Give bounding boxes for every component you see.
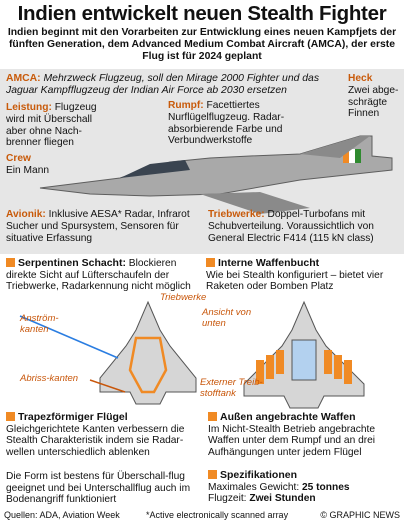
orange-square-icon bbox=[6, 412, 15, 421]
left-planform bbox=[19, 300, 197, 405]
waffenbucht-text: Wie bei Stealth konfiguriert – bietet vi… bbox=[206, 269, 384, 293]
spez-speed-value: 25 tonnes bbox=[302, 481, 350, 493]
amca-text: Mehrzweck Flugzeug, soll den Mirage 2000… bbox=[6, 73, 320, 97]
orange-square-icon bbox=[208, 412, 217, 421]
spez-flight-value: Zwei Stunden bbox=[249, 493, 316, 505]
ext-weapon bbox=[324, 350, 332, 374]
waffen-section: Außen angebrachte Waffen Im Nicht-Stealt… bbox=[208, 411, 402, 459]
anstroem-label: Anström-kanten bbox=[20, 313, 59, 335]
serpentine-section: Serpentinen Schacht: Blockieren direkte … bbox=[6, 257, 198, 293]
topdown-diagrams bbox=[19, 300, 365, 409]
trapez-section-2: Die Form ist bestens für Überschall-flug… bbox=[6, 471, 202, 506]
ext-weapon bbox=[266, 355, 274, 379]
waffenbucht-section: Interne Waffenbucht Wie bei Stealth konf… bbox=[206, 257, 400, 293]
footer: Quellen: ADA, Aviation Week *Active elec… bbox=[4, 510, 400, 520]
trapez-section: Trapezförmiger Flügel Gleichgerichtete K… bbox=[6, 411, 202, 459]
heck-callout: Heck Zwei abge-schrägte Finnen bbox=[348, 73, 404, 120]
rumpf-callout: Rumpf: Facettiertes Nurflügelflugzeug. R… bbox=[168, 100, 340, 147]
amca-description: AMCA: Mehrzweck Flugzeug, soll den Mirag… bbox=[6, 73, 346, 98]
trapez-text1: Gleichgerichtete Kanten verbessern die S… bbox=[6, 423, 185, 459]
leistung-callout: Leistung: Flugzeug wird mit Überschall a… bbox=[6, 102, 114, 149]
tail-flag-orange bbox=[343, 149, 349, 163]
footnote: *Active electronically scanned array bbox=[146, 510, 289, 520]
ext-weapon bbox=[344, 360, 352, 384]
orange-square-icon bbox=[206, 258, 215, 267]
spezifikationen-section: Spezifikationen Maximales Gewicht: 25 to… bbox=[208, 469, 402, 505]
triebwerke-label: Triebwerke: bbox=[208, 209, 265, 220]
triebwerke-callout: Triebwerke: Doppel-Turbofans mit Schubve… bbox=[208, 209, 404, 244]
leistung-text: Flugzeug wird mit Überschall aber ohne N… bbox=[6, 102, 97, 149]
avionik-label: Avionik: bbox=[6, 209, 46, 220]
heck-text: Zwei abge-schrägte Finnen bbox=[348, 84, 399, 120]
orange-square-icon bbox=[208, 470, 217, 479]
abriss-label: Abriss-kanten bbox=[20, 373, 79, 384]
trapez-text2: Die Form ist bestens für Überschall-flug… bbox=[6, 471, 191, 506]
spez-flight-label: Flugzeit: bbox=[208, 493, 247, 505]
credit: © GRAPHIC NEWS bbox=[320, 510, 400, 520]
aircraft-side-view bbox=[39, 135, 393, 214]
serpentine-duct bbox=[128, 336, 168, 394]
crew-text: Ein Mann bbox=[6, 164, 50, 176]
ext-weapon bbox=[334, 355, 342, 379]
trapez-label: Trapezförmiger Flügel bbox=[18, 411, 128, 423]
heck-label: Heck bbox=[348, 73, 373, 84]
ansicht-label: Ansicht von unten bbox=[202, 307, 252, 329]
waffen-text: Im Nicht-Stealth Betrieb angebrachte Waf… bbox=[208, 423, 376, 459]
weapons-bay bbox=[291, 339, 317, 381]
sources: Quellen: ADA, Aviation Week bbox=[4, 510, 120, 520]
orange-square-icon bbox=[6, 258, 15, 267]
page-title: Indien entwickelt neuen Stealth Fighter bbox=[17, 2, 387, 25]
ext-weapon bbox=[276, 350, 284, 374]
tank-label: Externer Treib-stofftank bbox=[200, 377, 263, 399]
avionik-text: Inklusive AESA* Radar, Infrarot Sucher u… bbox=[6, 209, 190, 244]
crew-callout: Crew Ein Mann bbox=[6, 153, 66, 177]
triebwerke-diagram-label: Triebwerke bbox=[160, 292, 207, 303]
avionik-callout: Avionik: Inklusive AESA* Radar, Infrarot… bbox=[6, 209, 196, 244]
waffen-label: Außen angebrachte Waffen bbox=[220, 411, 356, 423]
serpentine-text: Blockieren direkte Sicht auf Lüfterschau… bbox=[6, 258, 191, 293]
cockpit-canopy bbox=[120, 160, 190, 178]
rumpf-text: Facettiertes Nurflügelflugzeug. Radar-ab… bbox=[168, 100, 285, 147]
right-planform bbox=[243, 300, 365, 409]
serpentine-label: Serpentinen Schacht: bbox=[18, 257, 126, 269]
amca-label: AMCA: bbox=[6, 73, 41, 84]
spez-speed-label: Maximales Gewicht: bbox=[208, 481, 300, 493]
spez-label: Spezifikationen bbox=[220, 469, 298, 481]
leistung-label: Leistung: bbox=[6, 102, 52, 113]
crew-label: Crew bbox=[6, 153, 31, 164]
ext-weapon bbox=[256, 360, 264, 384]
triebwerke-text: Doppel-Turbofans mit Schubverteilung. Vo… bbox=[208, 209, 374, 244]
waffenbucht-label: Interne Waffenbucht bbox=[218, 257, 320, 269]
rumpf-label: Rumpf: bbox=[168, 100, 204, 111]
lead-text: Indien beginnt mit den Vorarbeiten zur E… bbox=[7, 27, 397, 63]
